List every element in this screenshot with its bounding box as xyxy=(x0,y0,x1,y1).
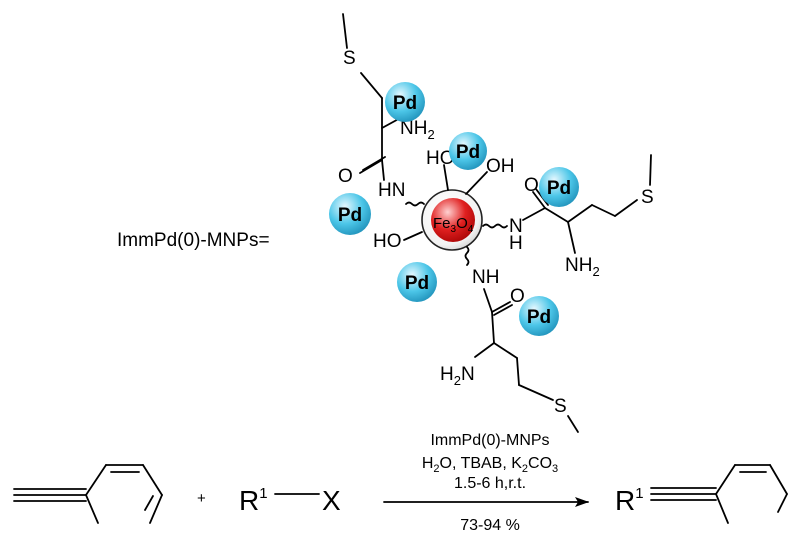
pd-particles: Pd Pd Pd Pd Pd Pd xyxy=(329,82,579,336)
svg-text:Pd: Pd xyxy=(547,178,571,199)
pd-particle-3: Pd xyxy=(539,167,579,207)
amine-nh2-right: NH2 xyxy=(565,255,600,279)
sulfur-right: S xyxy=(641,187,654,208)
reactant-phenylacetylene xyxy=(13,464,163,524)
pd-particle-6: Pd xyxy=(519,296,559,336)
sulfur-top: S xyxy=(343,48,356,69)
reagent-label: ImmPd(0)-MNPs xyxy=(430,432,549,449)
carbonyl-o-top: O xyxy=(338,166,353,187)
methionine-arm-right: N H O NH2 S xyxy=(509,154,654,279)
svg-text:Pd: Pd xyxy=(456,142,480,163)
carbonyl-o-right: O xyxy=(524,175,539,196)
nanoparticle-core: Fe3O4 xyxy=(421,189,483,251)
time-temperature: 1.5-6 h,r.t. xyxy=(454,475,526,492)
svg-text:Pd: Pd xyxy=(527,307,551,328)
r1-label: R1 xyxy=(239,485,268,516)
reactant-aryl-halide: R1 X xyxy=(239,485,341,516)
amide-hn-top: HN xyxy=(378,180,405,201)
amide-h-right: H xyxy=(509,233,523,254)
wavy-linkers xyxy=(405,201,508,266)
pd-particle-1: Pd xyxy=(385,82,425,122)
hydroxyl-left: HO xyxy=(373,231,402,252)
methionine-arm-top: HN O NH2 S xyxy=(338,13,435,201)
plus-sign: + xyxy=(197,490,206,507)
pd-particle-5: Pd xyxy=(397,262,437,302)
svg-text:Pd: Pd xyxy=(338,205,362,226)
methionine-arm-bottom: NH O H2N S xyxy=(440,267,579,433)
reaction-arrow: ImmPd(0)-MNPs H2O, TBAB, K2CO3 1.5-6 h,r… xyxy=(383,432,589,534)
yield-label: 73-94 % xyxy=(460,517,520,531)
hydroxyl-groups: HO OH HO xyxy=(373,148,515,252)
catalyst-label: ImmPd(0)-MNPs= xyxy=(117,230,270,251)
amide-n-right: N xyxy=(509,216,523,237)
sulfur-bottom: S xyxy=(554,396,567,417)
amine-h2n-bottom: H2N xyxy=(440,364,475,388)
pd-particle-2: Pd xyxy=(449,132,487,170)
hydroxyl-top-right: OH xyxy=(486,156,515,177)
carbonyl-o-bottom: O xyxy=(510,286,525,307)
x-label: X xyxy=(322,485,341,516)
core-label: Fe3O4 xyxy=(433,215,474,235)
conditions-line: H2O, TBAB, K2CO3 xyxy=(422,455,558,475)
pd-particle-4: Pd xyxy=(329,193,371,235)
product-diarylacetylene: R1 xyxy=(615,464,788,524)
amide-nh-bottom: NH xyxy=(472,267,499,288)
svg-text:Pd: Pd xyxy=(393,93,417,114)
svg-text:Pd: Pd xyxy=(405,273,429,294)
hydroxyl-top-left: HO xyxy=(426,148,455,169)
product-r1-label: R1 xyxy=(615,485,644,516)
amine-nh2-top: NH2 xyxy=(400,118,435,142)
